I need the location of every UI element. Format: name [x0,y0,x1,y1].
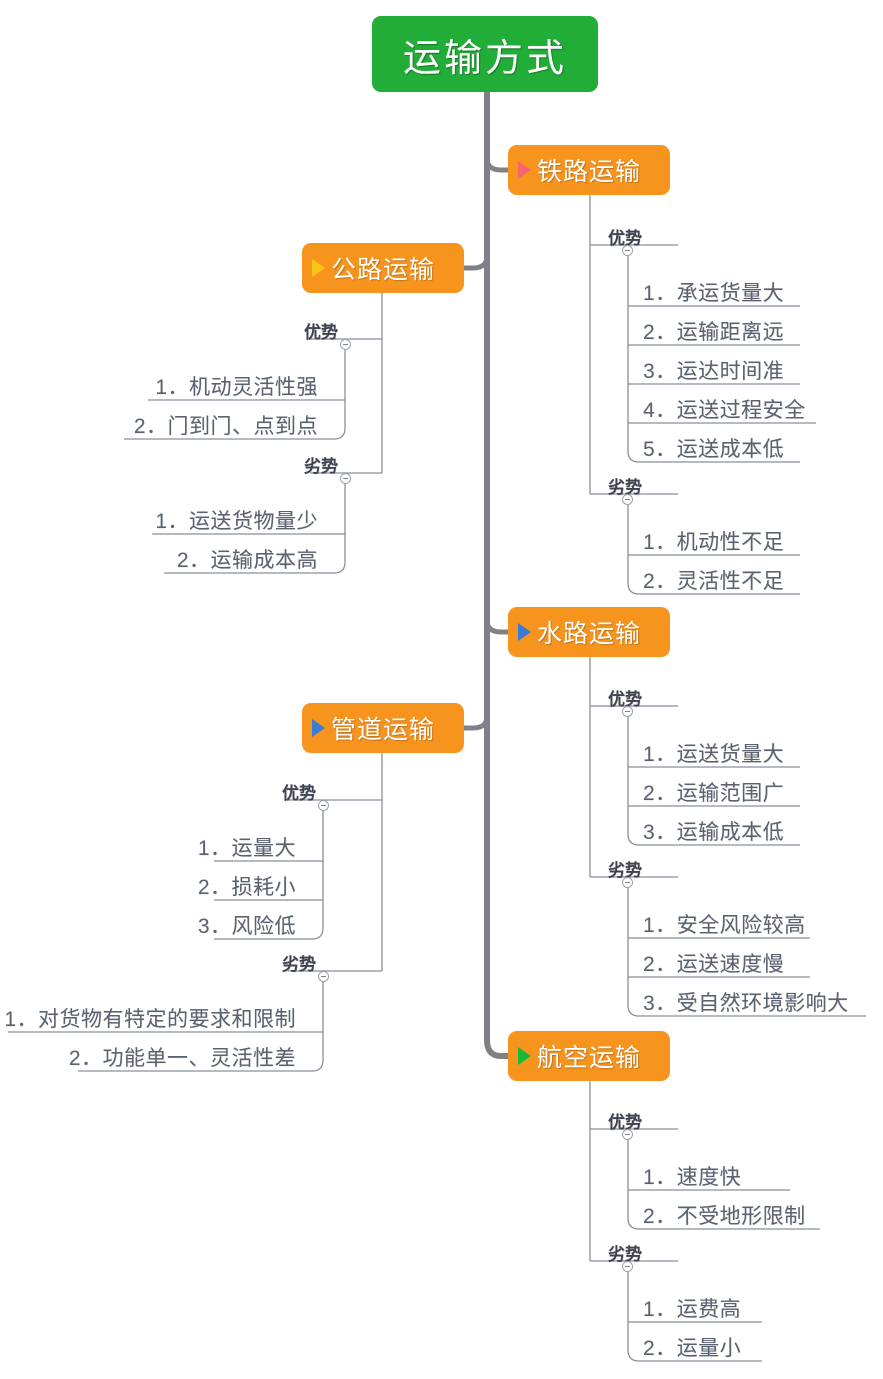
branch-node-label: 铁路运输 [537,158,642,186]
branch-node-label: 水路运输 [537,620,642,648]
branch-node-label: 管道运输 [331,716,436,744]
leaf-item[interactable]: 1．速度快 [643,1166,742,1189]
branch-node-railway[interactable]: 铁路运输 [508,145,670,195]
group-label-disadvantages[interactable]: 劣势 [608,478,642,497]
play-triangle-icon [312,719,325,737]
leaf-item[interactable]: 1．运送货物量少 [155,510,318,533]
leaf-item[interactable]: 2．功能单一、灵活性差 [68,1047,296,1070]
leaf-item[interactable]: 1．运量大 [197,837,296,860]
collapse-toggle[interactable] [622,706,633,717]
leaf-item[interactable]: 2．不受地形限制 [643,1205,806,1228]
leaf-item[interactable]: 3．风险低 [197,915,296,938]
group-label-disadvantages[interactable]: 劣势 [608,861,642,880]
leaf-item[interactable]: 3．受自然环境影响大 [643,992,849,1015]
branch-node-aviation[interactable]: 航空运输 [508,1031,670,1081]
leaf-item[interactable]: 4．运送过程安全 [643,399,806,422]
root-node[interactable]: 运输方式 [372,16,598,92]
group-label-advantages[interactable]: 优势 [608,229,642,248]
play-triangle-icon [518,623,531,641]
leaf-item[interactable]: 1．承运货量大 [643,282,785,305]
collapse-toggle[interactable] [340,473,351,484]
group-label-disadvantages[interactable]: 劣势 [608,1245,642,1264]
leaf-item[interactable]: 1．运费高 [643,1298,742,1321]
collapse-toggle[interactable] [622,1261,633,1272]
collapse-toggle[interactable] [622,245,633,256]
leaf-item[interactable]: 2．门到门、点到点 [133,415,318,438]
group-label-advantages[interactable]: 优势 [304,323,338,342]
leaf-item[interactable]: 3．运达时间准 [643,360,785,383]
leaf-item[interactable]: 1．机动灵活性强 [155,376,318,399]
leaf-item[interactable]: 2．运送速度慢 [643,953,785,976]
leaf-item[interactable]: 1．对货物有特定的要求和限制 [4,1008,296,1031]
collapse-toggle[interactable] [318,800,329,811]
branch-node-label: 航空运输 [537,1044,642,1072]
group-label-disadvantages[interactable]: 劣势 [282,955,316,974]
leaf-item[interactable]: 2．运量小 [643,1337,742,1360]
leaf-item[interactable]: 2．运输成本高 [176,549,318,572]
branch-node-road[interactable]: 公路运输 [302,243,464,293]
leaf-item[interactable]: 2．损耗小 [197,876,296,899]
group-label-advantages[interactable]: 优势 [608,690,642,709]
leaf-item[interactable]: 2．运输距离远 [643,321,785,344]
leaf-item[interactable]: 2．运输范围广 [643,782,785,805]
branch-node-label: 公路运输 [331,256,436,284]
collapse-toggle[interactable] [622,1129,633,1140]
collapse-toggle[interactable] [622,877,633,888]
group-label-disadvantages[interactable]: 劣势 [304,457,338,476]
root-node-label: 运输方式 [402,37,567,80]
group-label-advantages[interactable]: 优势 [282,784,316,803]
leaf-item[interactable]: 1．安全风险较高 [643,914,806,937]
play-triangle-icon [518,161,531,179]
branch-node-pipeline[interactable]: 管道运输 [302,703,464,753]
branch-node-waterway[interactable]: 水路运输 [508,607,670,657]
leaf-item[interactable]: 3．运输成本低 [643,821,785,844]
play-triangle-icon [312,259,325,277]
leaf-item[interactable]: 2．灵活性不足 [643,570,785,593]
collapse-toggle[interactable] [340,339,351,350]
play-triangle-icon [518,1047,531,1065]
collapse-toggle[interactable] [318,971,329,982]
leaf-item[interactable]: 1．运送货量大 [643,743,785,766]
group-label-advantages[interactable]: 优势 [608,1113,642,1132]
leaf-item[interactable]: 1．机动性不足 [643,531,785,554]
leaf-item[interactable]: 5．运送成本低 [643,438,785,461]
collapse-toggle[interactable] [622,494,633,505]
